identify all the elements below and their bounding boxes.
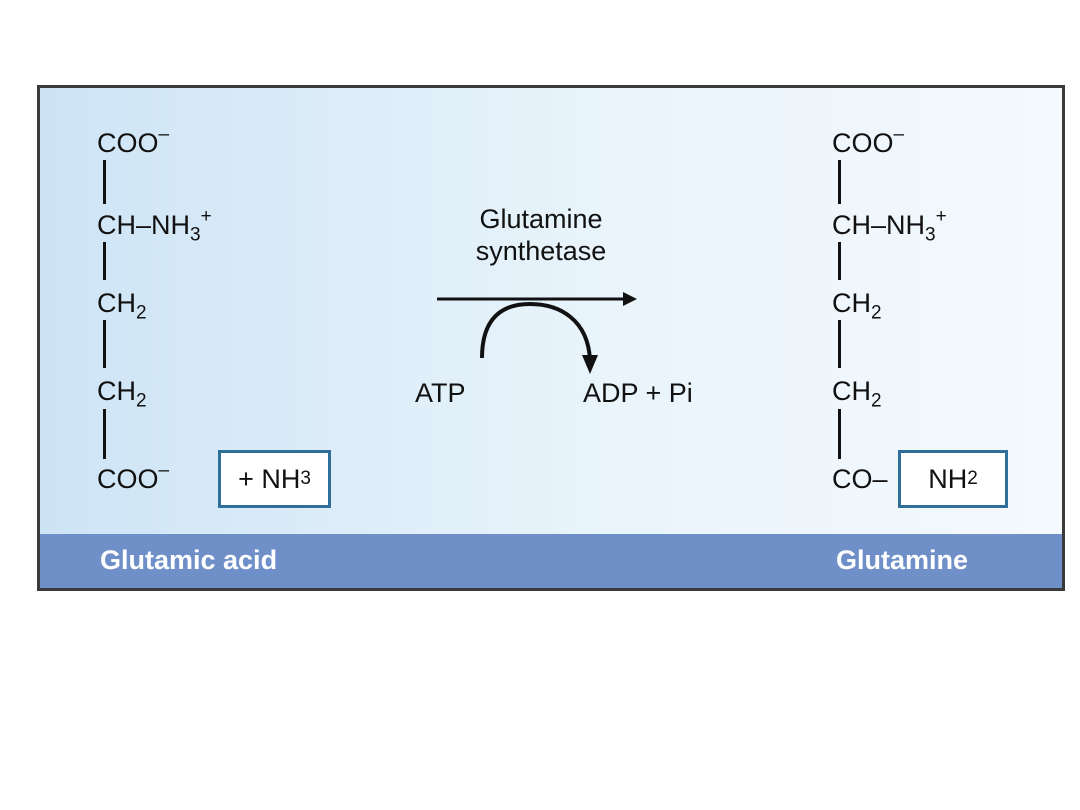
substrate-line-1: COO– (97, 124, 170, 158)
footer-bar (37, 534, 1065, 591)
bond-1 (103, 160, 106, 204)
product-line-3: CH2 (832, 288, 882, 324)
product-line-1: COO– (832, 124, 905, 158)
product-line-5: CO– (832, 464, 888, 494)
substrate-line-5: COO– (97, 460, 170, 494)
substrate-line-4: CH2 (97, 376, 147, 412)
product-bond-1 (838, 160, 841, 204)
main-arrow-head (623, 292, 637, 306)
substrate-line-2: CH–NH3+ (97, 206, 212, 246)
product-bond-4 (838, 409, 841, 459)
product-name: Glutamine (836, 545, 969, 575)
substrate-line-3: CH2 (97, 288, 147, 324)
enzyme-label: Glutamine synthetase (475, 204, 607, 267)
product-line-4: CH2 (832, 376, 882, 412)
adp-pi-label: ADP + Pi (583, 378, 693, 408)
atp-label: ATP (415, 378, 466, 408)
bond-3 (103, 320, 106, 368)
diagram-panel (37, 85, 1065, 591)
substrate-name: Glutamic acid (100, 545, 278, 575)
bond-4 (103, 409, 106, 459)
cofactor-curve (480, 301, 592, 361)
product-bond-3 (838, 320, 841, 368)
cofactor-arrow-head (582, 355, 598, 374)
bond-2 (103, 242, 106, 280)
product-line-2: CH–NH3+ (832, 206, 947, 246)
product-bond-2 (838, 242, 841, 280)
